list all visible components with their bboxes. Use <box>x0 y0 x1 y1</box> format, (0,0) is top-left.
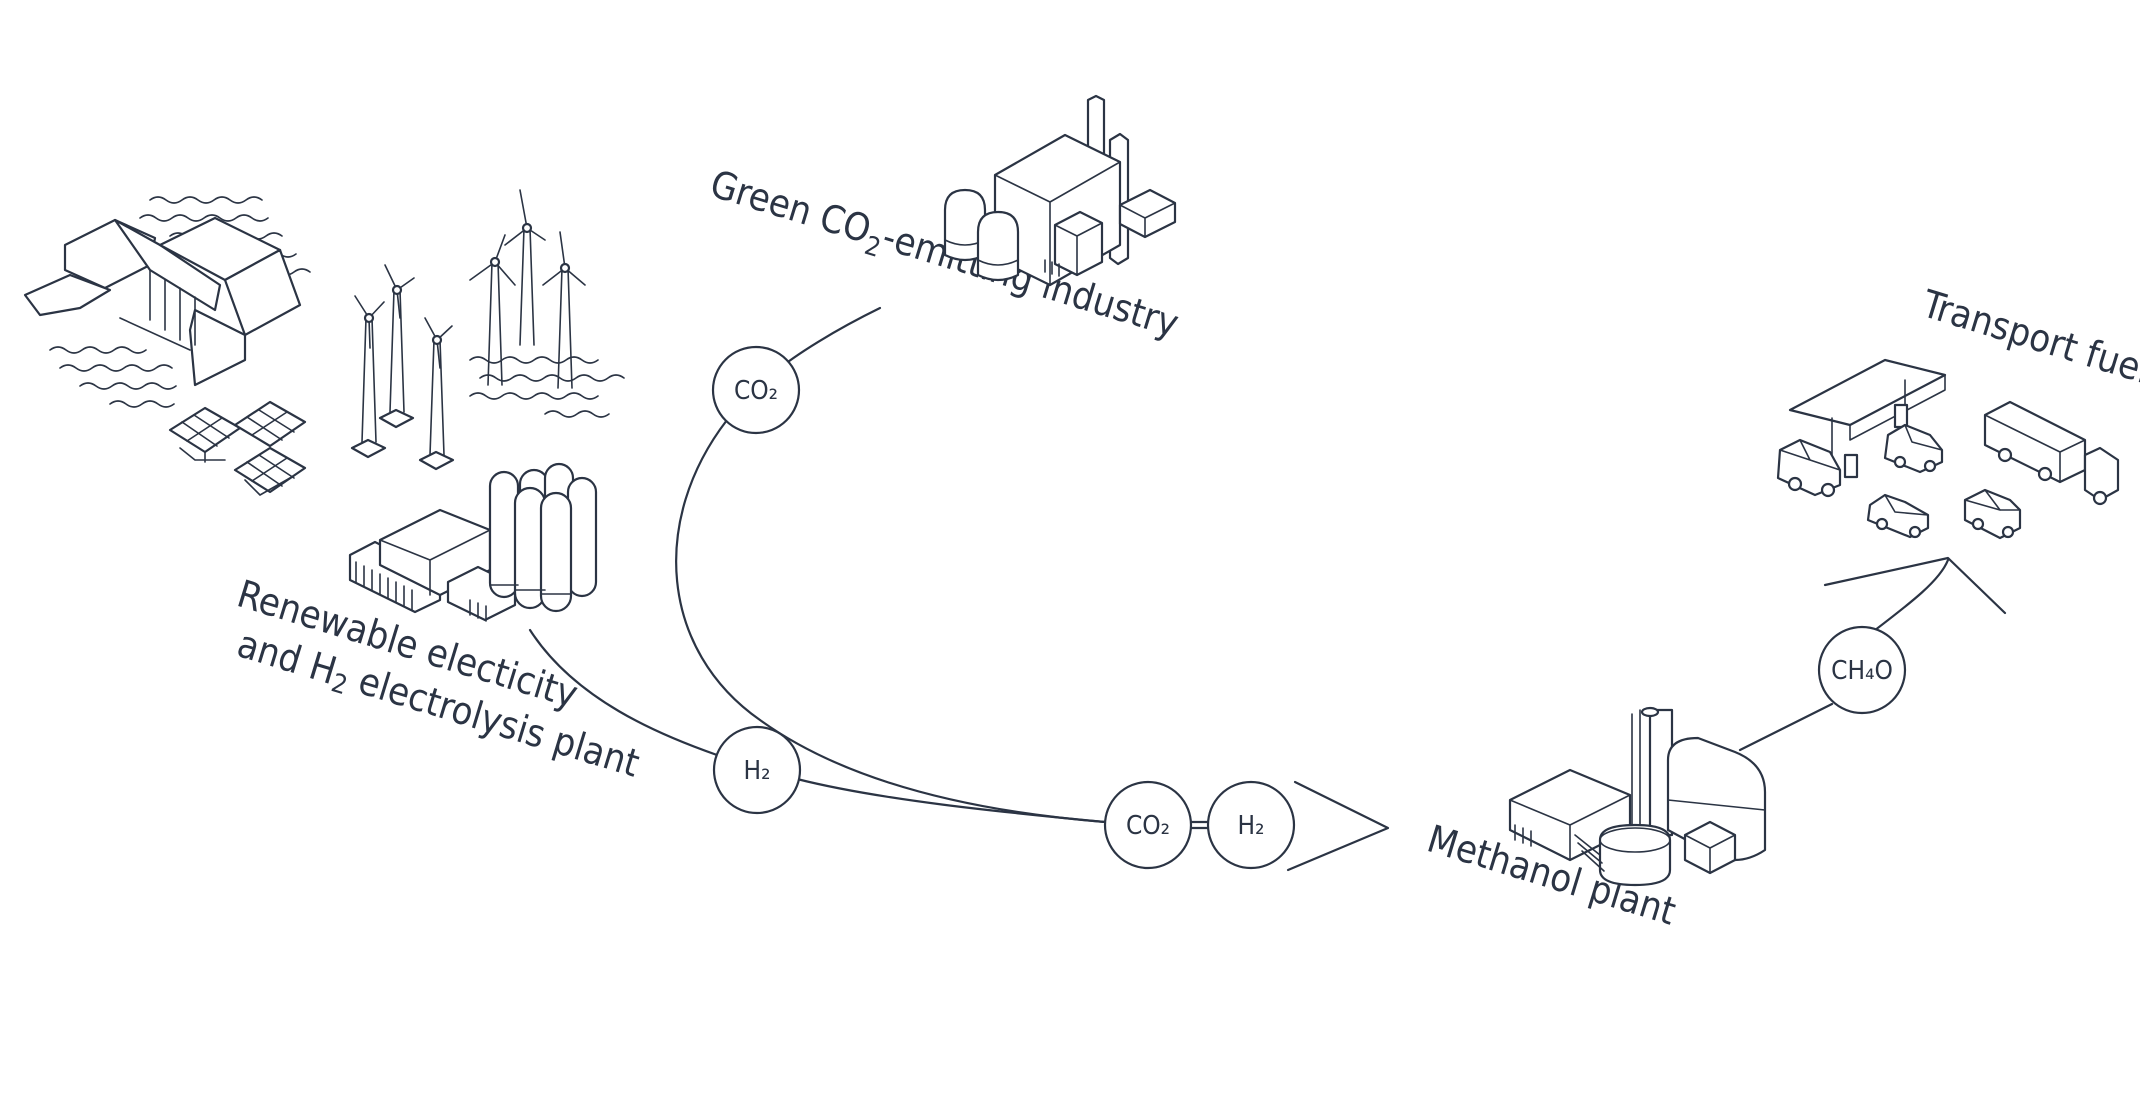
co2-flow-arc <box>675 418 1107 824</box>
co2-industry-illustration <box>943 94 1177 287</box>
hydrogen-tank-icon <box>488 462 598 613</box>
flow-lines <box>528 306 2007 872</box>
storage-dome-icon <box>943 188 1020 282</box>
methanol-flow-line-upper <box>1860 558 1950 642</box>
storage-cylinder-icon <box>1598 823 1672 887</box>
wind-turbine-icon <box>469 234 516 386</box>
h2-flow-line-upper <box>528 628 719 757</box>
methanol-plant-illustration <box>1508 706 1767 887</box>
car-icon <box>1883 423 1944 474</box>
h2-bubble-left: H₂ <box>712 725 802 815</box>
h2-bubble-merge: H₂ <box>1206 780 1296 870</box>
van-icon <box>1963 488 2022 540</box>
transport-arrow <box>1823 556 2007 615</box>
co2-bubble-merge: CO₂ <box>1103 780 1193 870</box>
car-icon <box>1866 493 1930 539</box>
truck-icon <box>1983 400 2120 506</box>
h2-bubble-merge-label: H₂ <box>1238 811 1265 841</box>
transport-fuel-illustration <box>1776 358 2120 540</box>
co2-flow-line-upper <box>773 306 882 374</box>
ch4o-bubble: CH₄O <box>1817 625 1907 715</box>
wind-turbine-icon <box>350 295 387 459</box>
methanol-flow-line-lower <box>1738 702 1834 752</box>
h2-bubble-left-label: H₂ <box>744 756 771 786</box>
ch4o-bubble-label: CH₄O <box>1831 656 1893 686</box>
co2-bubble-top: CO₂ <box>711 345 801 435</box>
wind-turbine-icon <box>542 231 586 389</box>
merge-arrow <box>1286 780 1390 872</box>
co2-bubble-top-label: CO₂ <box>734 376 778 406</box>
offshore-waves-icon <box>469 356 625 418</box>
co2-bubble-merge-label: CO₂ <box>1126 811 1170 841</box>
electrolysis-plant-illustration <box>348 462 598 622</box>
solar-panels-illustration <box>168 400 307 496</box>
car-icon <box>1776 438 1842 498</box>
hydro-dam-illustration <box>23 196 311 408</box>
wind-turbines-illustration <box>350 189 625 471</box>
transport-fuel-label: Transport fuel <box>1916 281 2140 392</box>
wind-turbine-icon <box>418 317 455 471</box>
wind-turbine-icon <box>504 189 546 346</box>
wind-turbine-icon <box>378 264 415 429</box>
